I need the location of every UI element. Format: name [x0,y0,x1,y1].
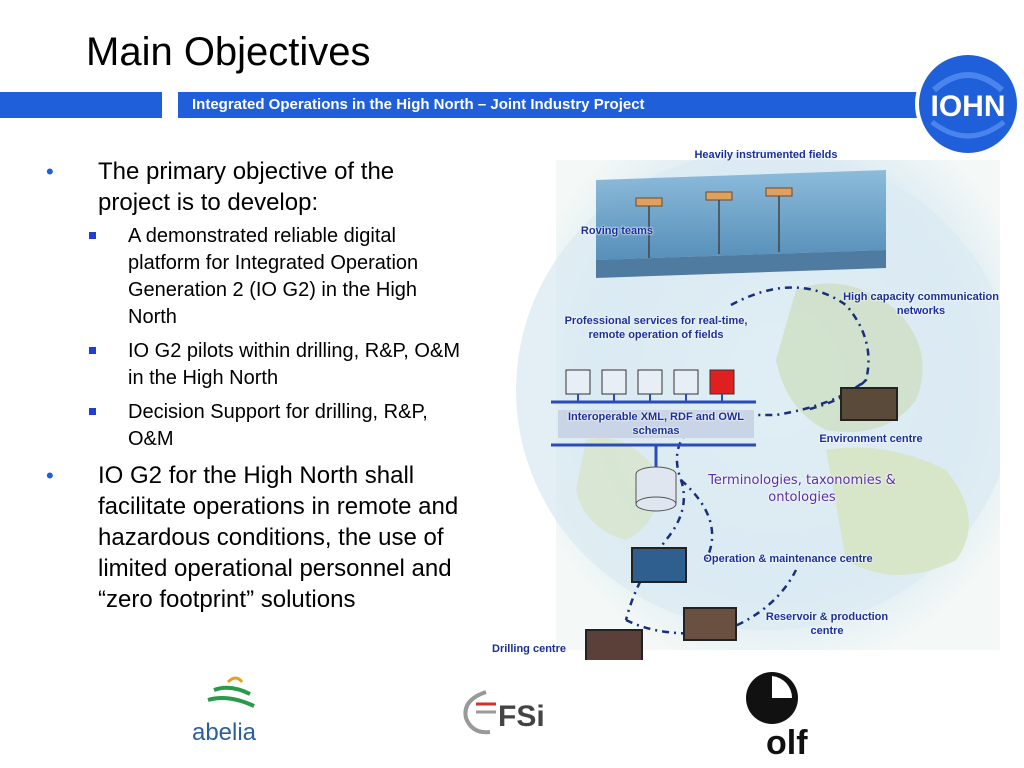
fsi-logo-text: FSi [498,700,545,733]
label-communication: High capacity communication networks [843,291,999,317]
bullet-list: • The primary objective of the project i… [40,156,470,620]
square-bullet-icon [89,408,96,415]
label-schemas: Interoperable XML, RDF and OWL schemas [558,410,754,438]
sub-bullet-item: Decision Support for drilling, R&P, O&M [40,399,470,453]
fsi-logo: FSi [463,690,545,735]
bullet-item: • IO G2 for the High North shall facilit… [40,460,470,615]
bullet-item: • The primary objective of the project i… [40,156,470,218]
sub-bullet-item: IO G2 pilots within drilling, R&P, O&M i… [40,338,470,392]
bullet-text: The primary objective of the project is … [98,158,395,216]
diagram-map-background [516,150,1016,663]
label-terminologies: Terminologies, taxonomies & ontologies [708,473,896,505]
square-bullet-icon [89,347,96,354]
bullet-dot-icon: • [46,159,54,184]
label-professional-services: Professional services for real-time, rem… [564,315,748,341]
iohn-logo-text: IOHN [931,90,1006,123]
label-roving-teams: Roving teams [580,225,654,237]
label-drilling-centre: Drilling centre [492,643,566,655]
label-fields: Heavily instrumented fields [694,149,838,161]
abelia-logo-text: abelia [192,719,257,746]
header-band-left [0,92,162,118]
slide-title: Main Objectives [86,30,371,74]
sub-bullet-text: Decision Support for drilling, R&P, O&M [128,401,428,450]
sub-bullet-text: IO G2 pilots within drilling, R&P, O&M i… [128,340,460,389]
header-band [178,92,948,118]
sub-bullet-text: A demonstrated reliable digital platform… [128,225,419,328]
iohn-logo: IOHN [915,51,1021,157]
sub-bullet-item: A demonstrated reliable digital platform… [40,223,470,331]
bullet-text: IO G2 for the High North shall facilitat… [98,462,459,613]
bullet-dot-icon: • [46,463,54,488]
io-diagram: Heavily instrumented fields Roving teams… [466,140,1016,663]
header-band-text: Integrated Operations in the High North … [192,96,645,113]
olf-logo-text: olf [766,724,808,760]
abelia-logo: abelia [192,676,257,746]
label-environment-centre: Environment centre [819,433,923,445]
label-om-centre: Operation & maintenance centre [703,553,873,565]
label-rp-centre: Reservoir & production centre [765,611,889,637]
square-bullet-icon [89,232,96,239]
olf-logo: olf [746,672,808,760]
